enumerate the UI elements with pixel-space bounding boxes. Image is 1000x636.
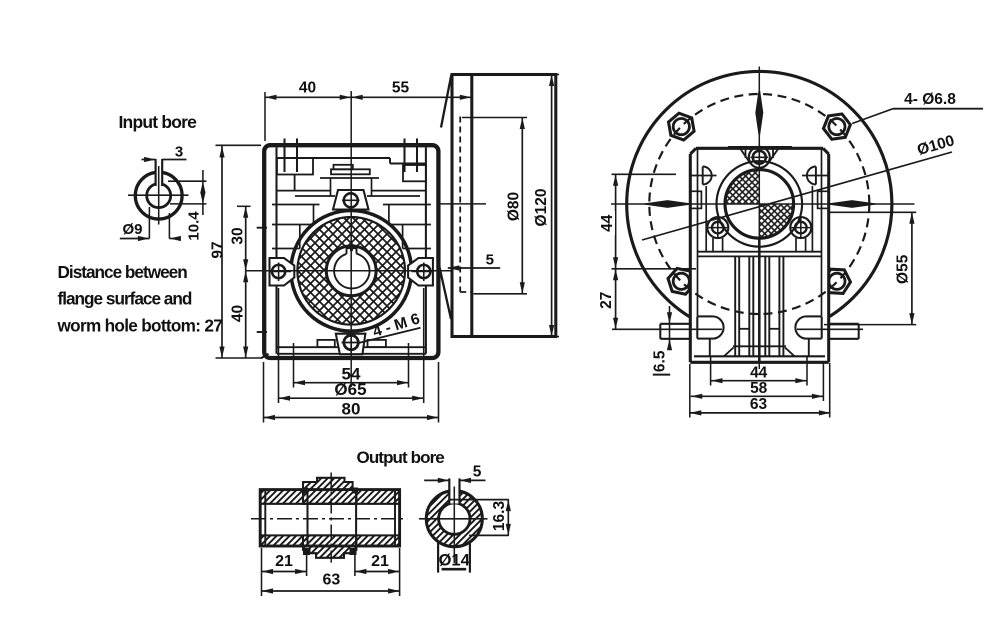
svg-text:40: 40 [299, 79, 316, 96]
svg-text:Distance between: Distance between [58, 262, 188, 282]
svg-text:Input bore: Input bore [119, 112, 198, 132]
svg-text:40: 40 [230, 305, 247, 322]
svg-text:Ø80: Ø80 [505, 192, 522, 221]
svg-text:21: 21 [371, 553, 389, 570]
svg-text:55: 55 [392, 79, 410, 96]
svg-text:flange surface and: flange surface and [58, 289, 192, 309]
svg-text:63: 63 [750, 396, 768, 413]
svg-text:Ø14: Ø14 [439, 552, 471, 570]
svg-text:3: 3 [175, 143, 183, 160]
svg-text:63: 63 [323, 572, 341, 589]
svg-text:44: 44 [750, 364, 768, 381]
svg-text:21: 21 [275, 553, 293, 570]
svg-text:10.4: 10.4 [185, 211, 202, 241]
svg-text:58: 58 [750, 380, 768, 397]
svg-text:27: 27 [598, 292, 615, 309]
svg-text:44: 44 [599, 214, 616, 232]
svg-text:Ø9: Ø9 [122, 221, 142, 238]
svg-text:Ø55: Ø55 [894, 254, 911, 284]
svg-text:Output bore: Output bore [357, 448, 445, 467]
svg-text:80: 80 [342, 399, 361, 418]
svg-text:16.3: 16.3 [491, 501, 508, 532]
svg-text:97: 97 [210, 241, 227, 258]
svg-text:54: 54 [342, 364, 361, 383]
svg-text:5: 5 [473, 463, 482, 480]
svg-text:Ø65: Ø65 [334, 380, 366, 399]
svg-text:30: 30 [230, 227, 247, 244]
svg-text:Ø120: Ø120 [533, 189, 550, 227]
svg-text:6.5: 6.5 [652, 350, 669, 372]
svg-text:5: 5 [486, 251, 494, 268]
svg-text:4- Ø6.8: 4- Ø6.8 [904, 91, 956, 108]
svg-text:worm hole bottom: 27: worm hole bottom: 27 [57, 315, 223, 335]
